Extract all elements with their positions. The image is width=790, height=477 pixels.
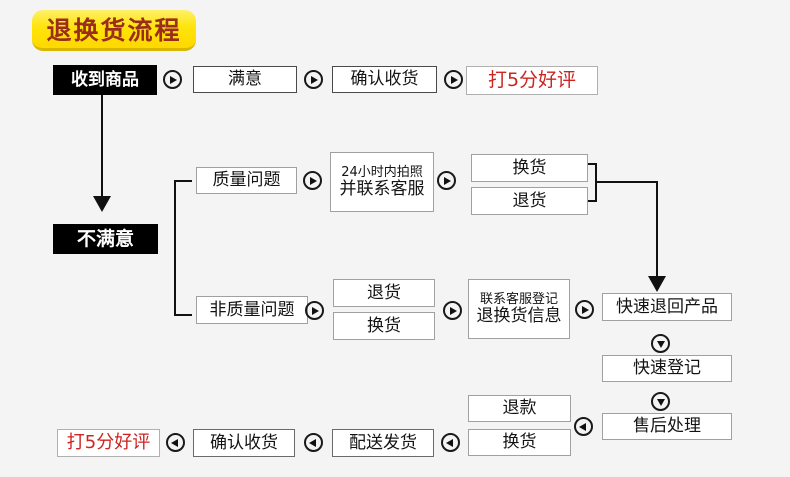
arrow-left-glyph [446,438,453,447]
node-unsatisfied: 不满意 [53,224,158,254]
node-satisfied: 满意 [193,66,297,93]
node-refund: 退款 [468,395,571,422]
contact-service-line2: 退换货信息 [476,305,562,326]
arrow-left-glyph [309,438,316,447]
arrow-left-glyph [579,422,586,431]
arrow-right-icon [444,70,463,89]
arrow-down-glyph [656,399,665,406]
arrow-right-icon [163,70,182,89]
node-confirm-receipt-top: 确认收货 [332,66,437,93]
arrow-down-icon [651,334,670,353]
node-confirm-receipt-bottom: 确认收货 [193,429,295,457]
arrow-right-glyph [170,75,177,84]
node-received-goods: 收到商品 [53,65,157,95]
arrow-right-glyph [582,305,589,314]
node-after-sales: 售后处理 [602,413,732,440]
node-contact-service: 联系客服登记 退换货信息 [468,279,570,339]
arrow-left-icon [574,417,593,436]
node-nonquality-return: 退货 [333,279,435,307]
arrow-left-icon [166,433,185,452]
node-fast-register: 快速登记 [602,355,732,382]
node-nonquality-exchange: 换货 [333,312,435,340]
connector-down-line [101,95,103,196]
merge-bracket-top-stub [588,163,597,165]
arrow-down-icon [651,392,670,411]
photo-24h-line2: 并联系客服 [339,178,425,199]
connector-down-line-right [656,181,658,277]
arrowhead-down [648,276,666,292]
node-non-quality-issue: 非质量问题 [196,296,308,324]
arrow-right-glyph [451,75,458,84]
arrow-right-icon [575,300,594,319]
arrow-right-glyph [310,176,317,185]
merge-bracket-bottom-stub [588,200,597,202]
node-five-star-top: 打5分好评 [466,66,598,95]
arrowhead-down [93,196,111,212]
connector-horizontal-line [596,181,657,183]
photo-24h-line1: 24小时内拍照 [341,164,423,180]
branch-bracket-bottom-stub [174,314,192,316]
arrow-right-icon [305,301,324,320]
node-quality-return: 退货 [471,187,588,215]
arrow-right-glyph [450,306,457,315]
node-photo-24h: 24小时内拍照 并联系客服 [330,152,434,212]
branch-bracket-vertical [174,180,176,316]
arrow-right-icon [304,70,323,89]
contact-service-line1: 联系客服登记 [479,291,558,307]
arrow-left-glyph [171,438,178,447]
arrow-left-icon [441,433,460,452]
node-quality-exchange: 换货 [471,154,588,182]
page-title: 退换货流程 [32,10,196,51]
node-quality-issue: 质量问题 [196,167,297,194]
arrow-right-glyph [444,176,451,185]
node-delivery: 配送发货 [332,429,434,457]
node-bottom-exchange: 换货 [468,429,571,456]
branch-bracket-top-stub [174,180,192,182]
arrow-right-icon [303,171,322,190]
arrow-right-glyph [312,306,319,315]
arrow-down-glyph [656,341,665,348]
node-fast-return-product: 快速退回产品 [602,293,732,321]
arrow-left-icon [304,433,323,452]
node-five-star-bottom: 打5分好评 [57,429,160,457]
arrow-right-icon [437,171,456,190]
arrow-right-glyph [311,75,318,84]
arrow-right-icon [443,301,462,320]
